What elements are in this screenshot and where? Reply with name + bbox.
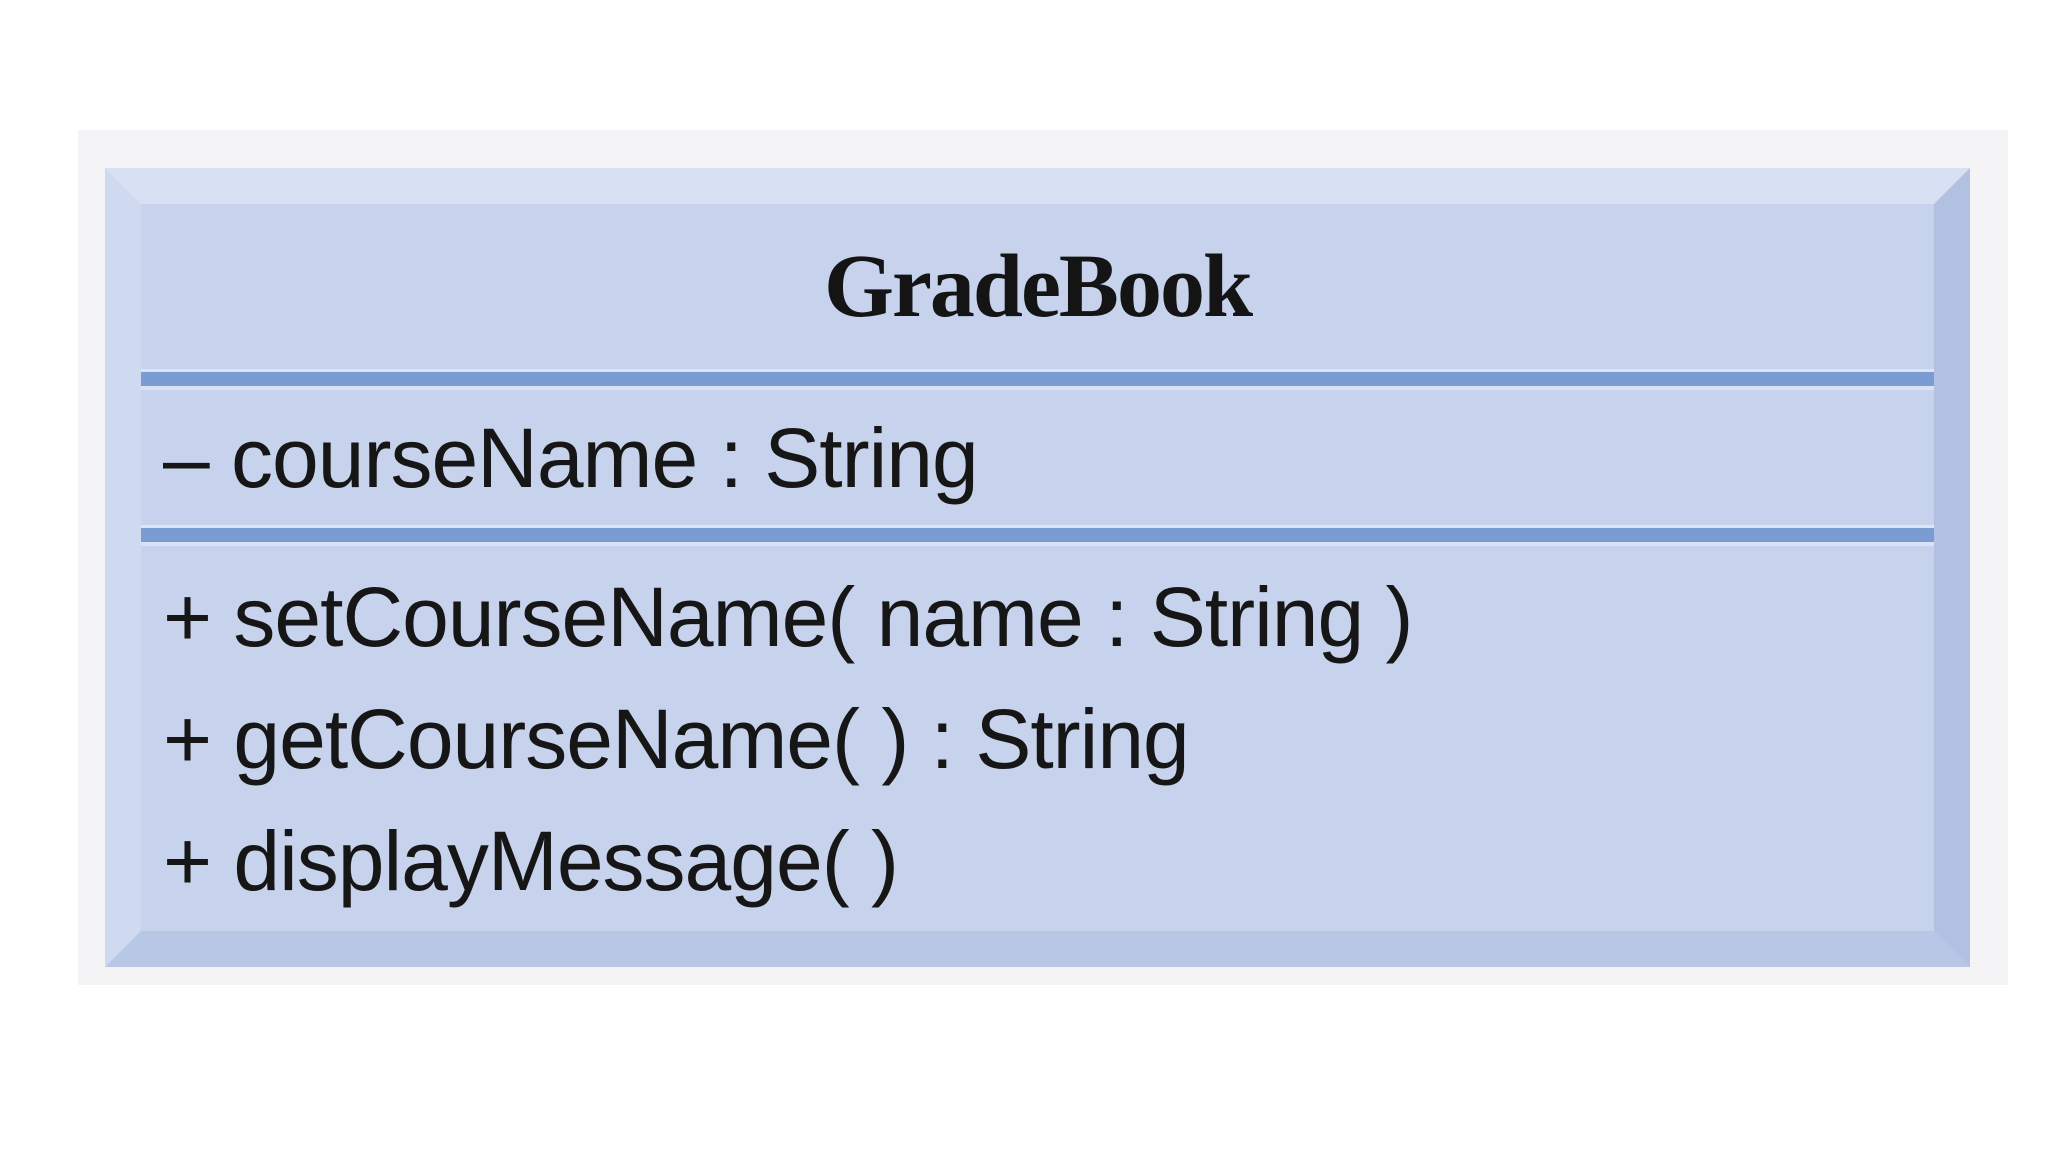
class-name: GradeBook	[823, 237, 1253, 336]
diagram-background-panel: GradeBook – courseName : String + setCou…	[78, 130, 2008, 985]
method-item: + setCourseName( name : String )	[163, 569, 1414, 664]
class-box: GradeBook – courseName : String + setCou…	[105, 168, 1970, 967]
method-item: + getCourseName( ) : String	[163, 691, 1190, 786]
methods-compartment: + setCourseName( name : String ) + getCo…	[141, 546, 1934, 931]
attributes-compartment: – courseName : String	[141, 390, 1934, 525]
method-item: + displayMessage( )	[163, 813, 899, 908]
class-name-compartment: GradeBook	[141, 204, 1934, 369]
compartment-separator	[141, 369, 1934, 390]
compartment-separator	[141, 525, 1934, 546]
attribute-item: – courseName : String	[163, 410, 979, 505]
